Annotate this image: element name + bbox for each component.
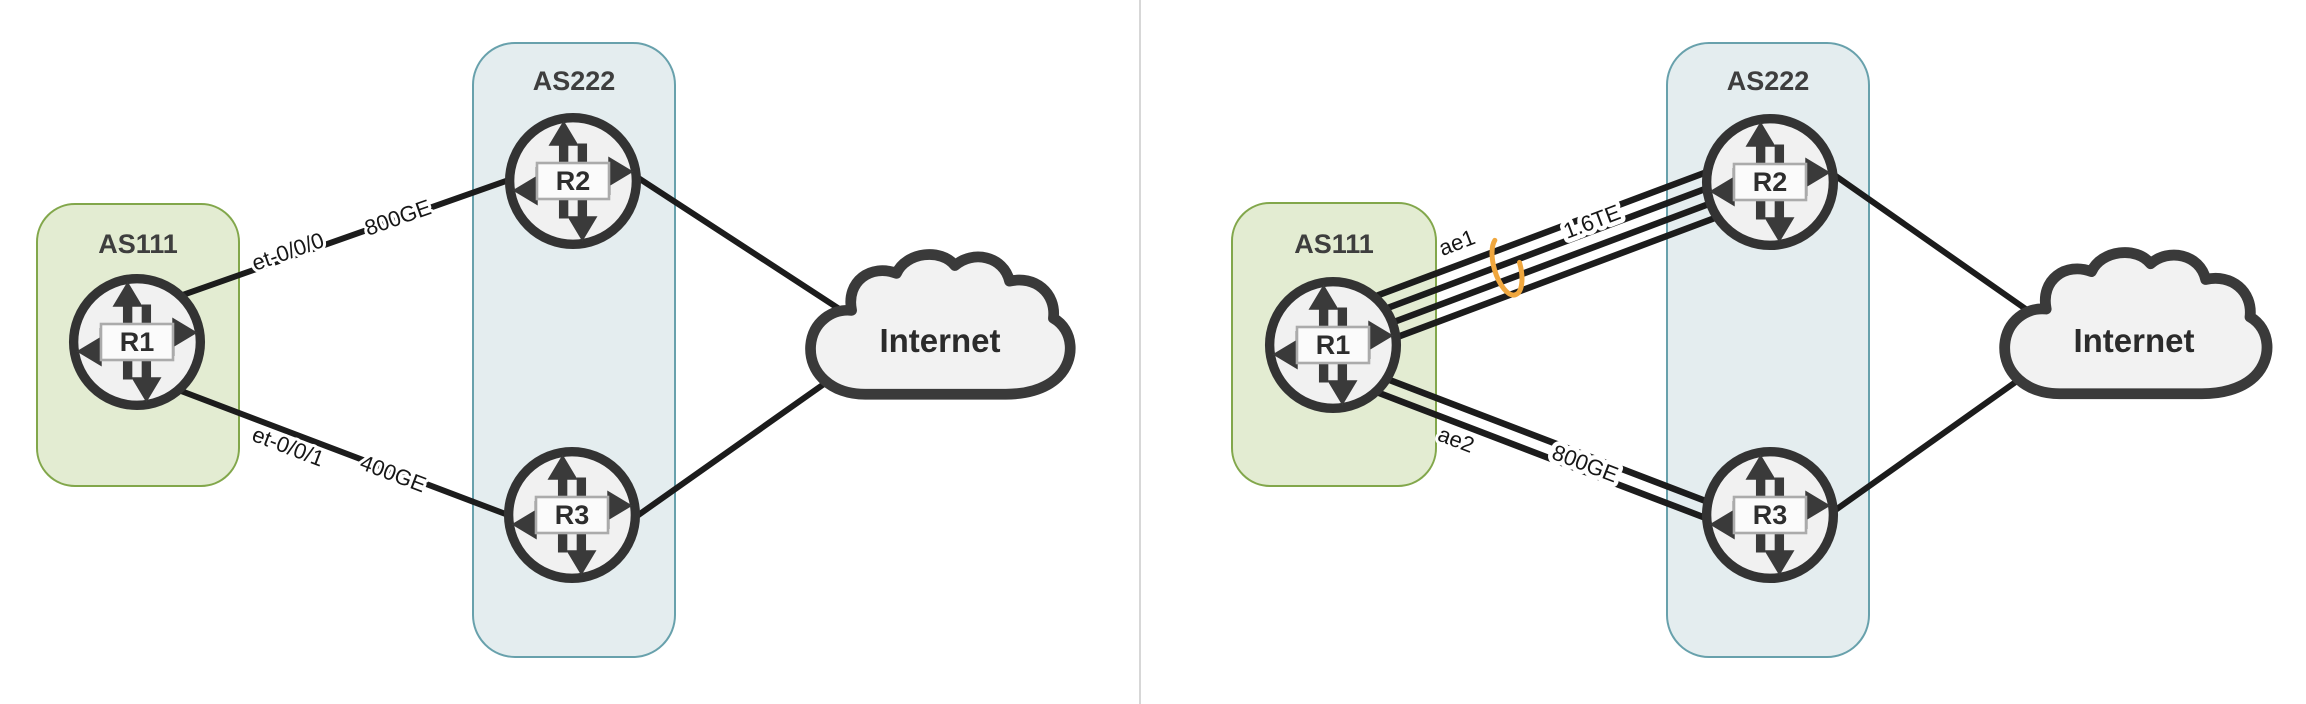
- router-r1-label: R1: [1316, 330, 1351, 360]
- left-diagram: AS111 AS222 et-0/0/0 800GE et-0/0/1 400G…: [36, 42, 1071, 658]
- as222-label: AS222: [533, 66, 616, 96]
- router-r2-label: R2: [1753, 167, 1788, 197]
- router-r3: R3: [509, 452, 636, 579]
- member-link: [1366, 369, 1724, 510]
- internet-cloud: Internet: [811, 254, 1071, 394]
- internet-label: Internet: [879, 322, 1000, 359]
- as111-label: AS111: [98, 229, 178, 259]
- member-link: [1356, 175, 1779, 338]
- as222-label: AS222: [1727, 66, 1810, 96]
- router-r2: R2: [510, 118, 637, 245]
- router-r2-label: R2: [556, 166, 591, 196]
- lag-oval-icon: [1489, 234, 1525, 298]
- link-r1-r3: [157, 380, 548, 532]
- internet-cloud: Internet: [2005, 253, 2267, 394]
- internet-label: Internet: [2073, 322, 2194, 359]
- member-link: [1356, 192, 1779, 355]
- lag-bundle-r1-r3: [1366, 369, 1724, 527]
- router-r3: R3: [1707, 452, 1834, 579]
- router-r1: R1: [74, 279, 201, 406]
- link-r1-r3-speed-label: 400GE: [357, 450, 430, 498]
- member-link: [1366, 386, 1724, 527]
- link-r2-internet: [1817, 162, 2063, 336]
- link-r1-r3-speed-label: 800GE: [1549, 440, 1622, 488]
- router-r1: R1: [1270, 282, 1397, 409]
- router-r2: R2: [1707, 119, 1834, 246]
- link-r1-r2-interface-label: ae1: [1435, 224, 1478, 260]
- link-r1-r2: [157, 166, 543, 306]
- link-r1-r2-interface-label: et-0/0/0: [248, 227, 327, 275]
- link-r1-r2-speed-label: 800GE: [361, 194, 434, 240]
- link-r2-internet: [617, 163, 873, 332]
- right-diagram: AS111 AS222 ae1 1.6TE ae2 800GE I: [1231, 42, 2267, 658]
- router-r3-label: R3: [1753, 500, 1788, 530]
- router-r3-label: R3: [555, 500, 590, 530]
- router-r1-label: R1: [120, 327, 155, 357]
- as111-label: AS111: [1294, 229, 1374, 259]
